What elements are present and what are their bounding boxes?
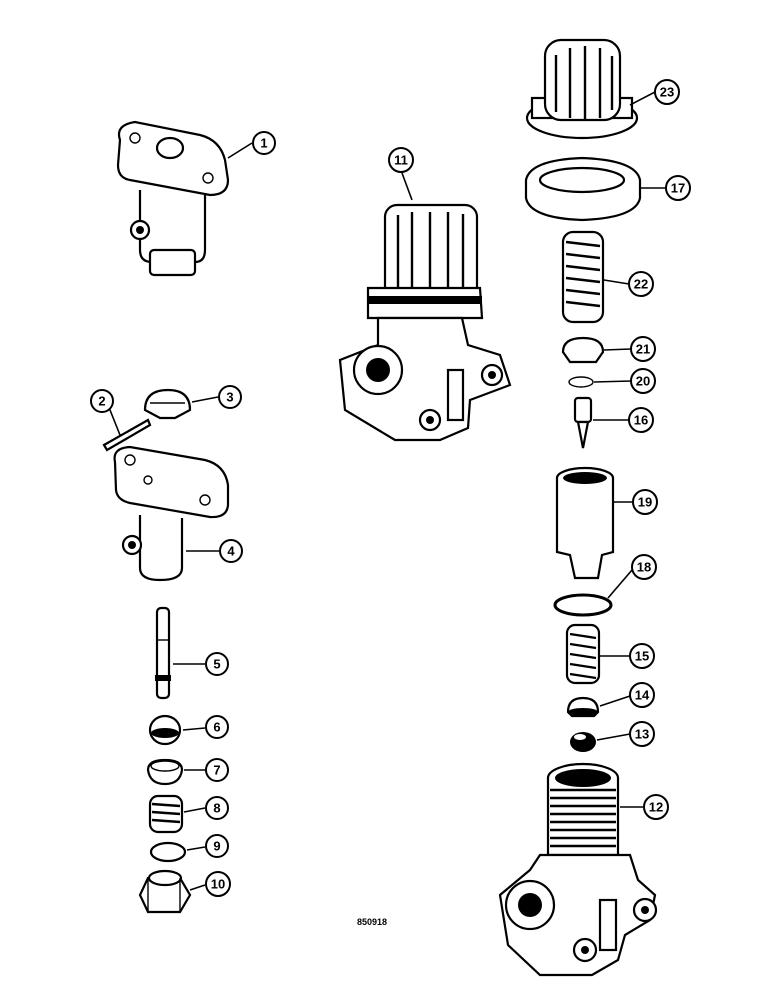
callout-8: 8 bbox=[205, 796, 229, 820]
callout-8-label: 8 bbox=[213, 801, 220, 816]
leader-lines bbox=[107, 91, 666, 891]
callout-14: 14 bbox=[629, 682, 655, 708]
callout-3: 3 bbox=[218, 385, 242, 409]
callout-4: 4 bbox=[219, 539, 243, 563]
part-15-spring bbox=[565, 623, 601, 685]
callout-14-label: 14 bbox=[635, 688, 650, 703]
part-17-lock-nut bbox=[524, 156, 642, 222]
callout-6: 6 bbox=[205, 715, 229, 739]
callout-21-label: 21 bbox=[636, 342, 650, 357]
part-14-seat bbox=[566, 696, 600, 718]
callout-1-label: 1 bbox=[260, 136, 267, 151]
callout-9: 9 bbox=[205, 834, 229, 858]
part-23-cap bbox=[525, 38, 639, 140]
callout-5-label: 5 bbox=[213, 657, 220, 672]
part-18-o-ring bbox=[553, 593, 613, 617]
part-6-ball-seat bbox=[148, 714, 182, 746]
callout-22-label: 22 bbox=[634, 277, 648, 292]
callout-11: 11 bbox=[388, 147, 414, 173]
callout-10: 10 bbox=[205, 871, 231, 897]
part-9-disc bbox=[149, 841, 187, 863]
callout-16-label: 16 bbox=[634, 413, 648, 428]
part-3-knob bbox=[143, 388, 192, 420]
callout-16: 16 bbox=[628, 407, 654, 433]
part-5-stem bbox=[155, 606, 171, 700]
callout-6-label: 6 bbox=[213, 720, 220, 735]
callout-17: 17 bbox=[665, 175, 691, 201]
callout-2-label: 2 bbox=[98, 394, 105, 409]
callout-1: 1 bbox=[252, 131, 276, 155]
callout-13-label: 13 bbox=[635, 727, 649, 742]
callout-3-label: 3 bbox=[226, 390, 233, 405]
part-22-spring bbox=[561, 230, 605, 324]
part-1-flange-valve-body bbox=[116, 120, 230, 277]
callout-5: 5 bbox=[205, 652, 229, 676]
callout-11-label: 11 bbox=[394, 153, 408, 168]
part-12-threaded-body bbox=[498, 762, 658, 977]
callout-23-label: 23 bbox=[660, 85, 674, 100]
callout-4-label: 4 bbox=[227, 544, 235, 559]
callout-7-label: 7 bbox=[213, 763, 220, 778]
callout-15: 15 bbox=[629, 643, 655, 669]
callout-20: 20 bbox=[630, 368, 656, 394]
callout-21: 21 bbox=[630, 336, 656, 362]
callout-19: 19 bbox=[632, 489, 658, 515]
part-21-button bbox=[561, 336, 605, 364]
part-7-cup bbox=[146, 758, 184, 786]
part-16-pin bbox=[573, 396, 593, 449]
callout-2: 2 bbox=[90, 389, 114, 413]
part-20-o-ring bbox=[568, 376, 594, 388]
callout-18: 18 bbox=[631, 554, 657, 580]
callout-9-label: 9 bbox=[213, 839, 220, 854]
callout-22: 22 bbox=[628, 271, 654, 297]
callout-13: 13 bbox=[629, 721, 655, 747]
callout-17-label: 17 bbox=[671, 181, 685, 196]
callout-12-label: 12 bbox=[649, 800, 663, 815]
part-4-flange-body bbox=[113, 445, 230, 582]
part-19-sleeve bbox=[555, 466, 615, 580]
callout-23: 23 bbox=[654, 79, 680, 105]
part-10-nut bbox=[138, 869, 192, 914]
callout-15-label: 15 bbox=[635, 649, 649, 664]
callout-10-label: 10 bbox=[211, 877, 225, 892]
callout-7: 7 bbox=[205, 758, 229, 782]
part-11-valve-assembly bbox=[338, 203, 512, 442]
part-13-ball bbox=[570, 732, 596, 752]
callout-12: 12 bbox=[643, 794, 669, 820]
part-2-cotter-pin bbox=[102, 418, 152, 452]
callout-20-label: 20 bbox=[636, 374, 650, 389]
callout-18-label: 18 bbox=[637, 560, 651, 575]
callout-19-label: 19 bbox=[638, 495, 652, 510]
drawing-code: 850918 bbox=[357, 917, 387, 927]
part-8-small-spring bbox=[148, 794, 184, 834]
